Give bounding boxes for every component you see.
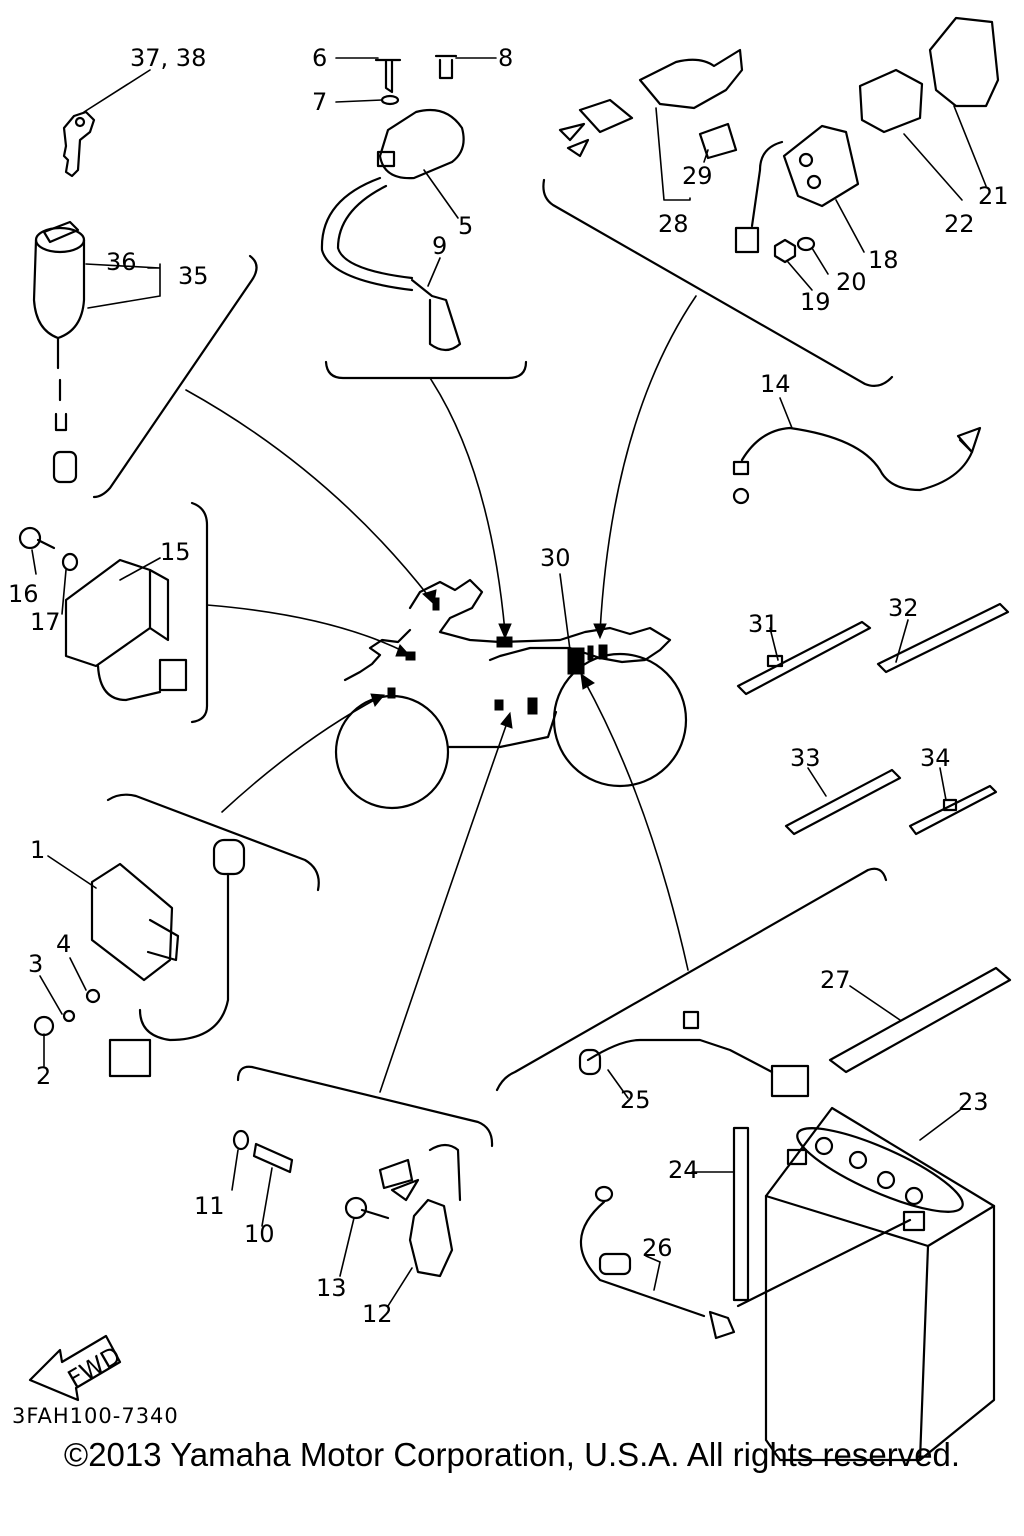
cdi-unit-drawing	[33, 838, 246, 1078]
callout-24: 24	[668, 1156, 699, 1184]
copyright-notice: ©2013 Yamaha Motor Corporation, U.S.A. A…	[63, 1436, 961, 1473]
battery-cables-drawing	[578, 1010, 912, 1340]
callout-33: 33	[790, 744, 821, 772]
battery-band-drawing	[828, 966, 1012, 1074]
callout-26: 26	[642, 1234, 673, 1262]
callout-22: 22	[944, 210, 975, 238]
callout-11: 11	[194, 1192, 225, 1220]
group-brackets	[92, 178, 894, 1148]
callout-36: 36	[106, 248, 137, 276]
callout-9: 9	[432, 232, 447, 260]
callout-30: 30	[540, 544, 571, 572]
neutral-switch-lead-drawing	[732, 426, 982, 505]
callout-18: 18	[868, 246, 899, 274]
callout-15: 15	[160, 538, 191, 566]
callout-21: 21	[978, 182, 1009, 210]
key-drawing	[62, 110, 96, 178]
callout-2: 2	[36, 1062, 51, 1090]
relay-units-drawing	[858, 16, 1000, 134]
ignition-coil-drawing	[320, 54, 465, 352]
callout-19: 19	[800, 288, 831, 316]
callout-1: 1	[30, 836, 45, 864]
starter-relay-drawing	[558, 48, 860, 264]
callout-10: 10	[244, 1220, 275, 1248]
callout-32: 32	[888, 594, 919, 622]
callout-7: 7	[312, 88, 327, 116]
callout-23: 23	[958, 1088, 989, 1116]
callout-5: 5	[458, 212, 473, 240]
motorcycle-outline	[334, 578, 688, 810]
callout-16: 16	[8, 580, 39, 608]
callout-29: 29	[682, 162, 713, 190]
regulator-drawing	[18, 526, 188, 702]
callout-14: 14	[760, 370, 791, 398]
callout-35: 35	[178, 262, 209, 290]
callout-13: 13	[316, 1274, 347, 1302]
callout-3: 3	[28, 950, 43, 978]
leader-arrows	[185, 295, 697, 1093]
callout-20: 20	[836, 268, 867, 296]
callout-12: 12	[362, 1300, 393, 1328]
battery-drawing	[764, 1106, 996, 1462]
callout-27: 27	[820, 966, 851, 994]
drawing-code: 3FAH100-7340	[12, 1404, 179, 1428]
callout-6: 6	[312, 44, 327, 72]
pickup-coil-drawing	[232, 1129, 462, 1278]
callout-8: 8	[498, 44, 513, 72]
cable-ties-drawing	[736, 602, 1010, 836]
callout-leaders	[31, 57, 987, 1307]
callout-31: 31	[748, 610, 779, 638]
callout-25: 25	[620, 1086, 651, 1114]
callout-17: 17	[30, 608, 61, 636]
callout-4: 4	[56, 930, 71, 958]
callout-28: 28	[658, 210, 689, 238]
callout-34: 34	[920, 744, 951, 772]
fwd-arrow-icon: FWD	[28, 1334, 125, 1402]
callout-37-38: 37, 38	[130, 44, 206, 72]
main-switch-drawing	[32, 220, 86, 484]
callout-labels: 37, 38 6 7 8 5 9 36 35 29 28 21 22 18 20…	[8, 44, 1009, 1328]
